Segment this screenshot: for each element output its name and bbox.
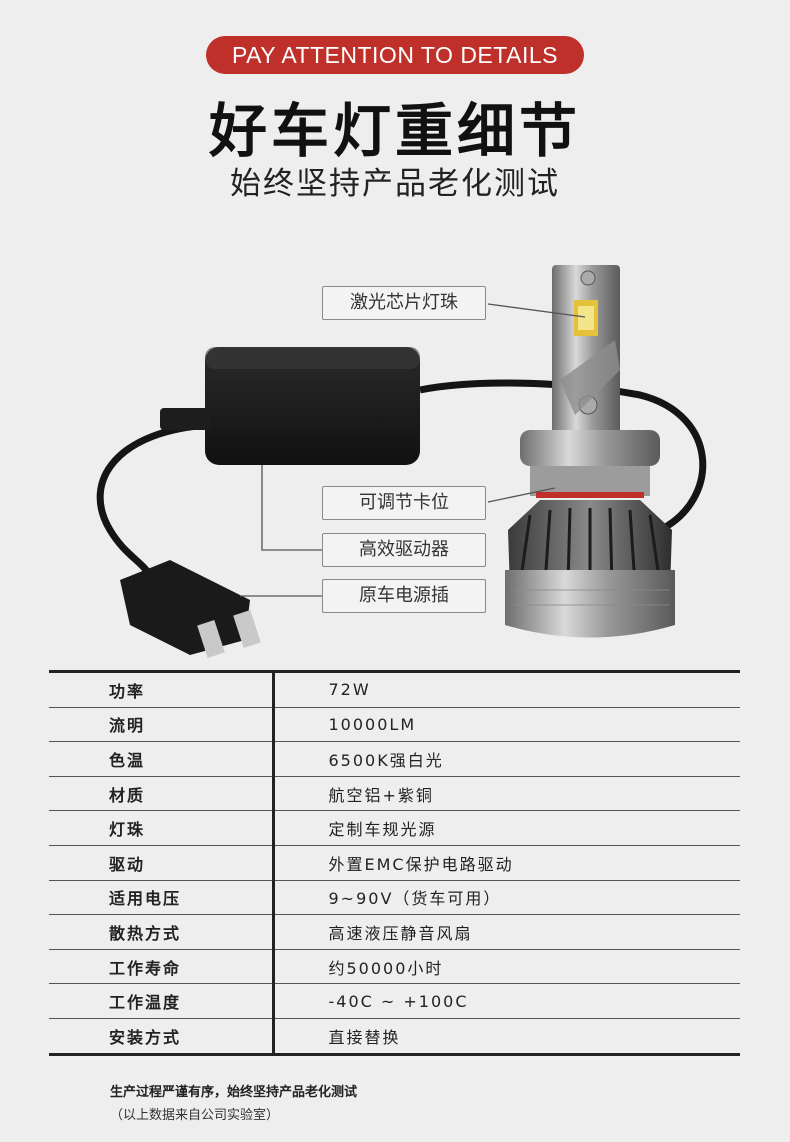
spec-value: 直接替换: [328, 1027, 401, 1047]
table-row: 散热方式高速液压静音风扇: [49, 914, 740, 950]
spec-value: 10000LM: [273, 707, 740, 743]
callout-driver: 高效驱动器: [322, 533, 486, 567]
spec-label: 驱动: [49, 845, 275, 881]
footer-note: 生产过程严谨有序，始终坚持产品老化测试: [110, 1085, 358, 1100]
spec-value: 9~90V（货车可用）: [273, 880, 740, 916]
spec-label: 灯珠: [49, 810, 275, 846]
spec-label: 散热方式: [49, 914, 275, 950]
header-pill: PAY ATTENTION TO DETAILS: [206, 36, 584, 74]
spec-value: -40C ~ +100C: [273, 983, 740, 1019]
callout-adjustable-clip: 可调节卡位: [322, 486, 486, 520]
spec-value: 72W: [273, 671, 740, 708]
footer-source: （以上数据来自公司实验室）: [110, 1108, 280, 1123]
table-row: 灯珠定制车规光源: [49, 810, 740, 846]
spec-value: 约50000小时: [273, 949, 740, 985]
page-title: 好车灯重细节: [208, 97, 581, 165]
spec-value: 航空铝+紫铜: [273, 776, 740, 812]
spec-label: 色温: [49, 741, 275, 777]
spec-label: 适用电压: [49, 880, 275, 916]
spec-label: 材质: [49, 776, 275, 812]
table-row: 材质航空铝+紫铜: [49, 776, 740, 812]
headlight-bulb-image: [96, 265, 707, 658]
spec-label: 工作温度: [49, 983, 275, 1019]
table-row: 驱动外置EMC保护电路驱动: [49, 845, 740, 881]
spec-value: 高速液压静音风扇: [273, 914, 740, 950]
product-illustration: 激光芯片灯珠 可调节卡位 高效驱动器 原车电源插: [0, 230, 790, 660]
spec-value: 6500K强白光: [273, 741, 740, 777]
table-row: 安装方式 直接替换: [49, 1018, 740, 1055]
spec-value: 外置EMC保护电路驱动: [273, 845, 740, 881]
spec-value: 定制车规光源: [273, 810, 740, 846]
table-row: 工作温度-40C ~ +100C: [49, 983, 740, 1019]
spec-label: 功率: [49, 671, 275, 708]
callout-power-plug: 原车电源插: [322, 579, 486, 613]
page-subtitle: 始终坚持产品老化测试: [230, 166, 560, 202]
table-row: 工作寿命约50000小时: [49, 949, 740, 985]
callout-laser-chip: 激光芯片灯珠: [322, 286, 486, 320]
spec-label: 安装方式: [49, 1018, 275, 1055]
spec-label: 工作寿命: [49, 949, 275, 985]
spec-label: 流明: [49, 707, 275, 743]
